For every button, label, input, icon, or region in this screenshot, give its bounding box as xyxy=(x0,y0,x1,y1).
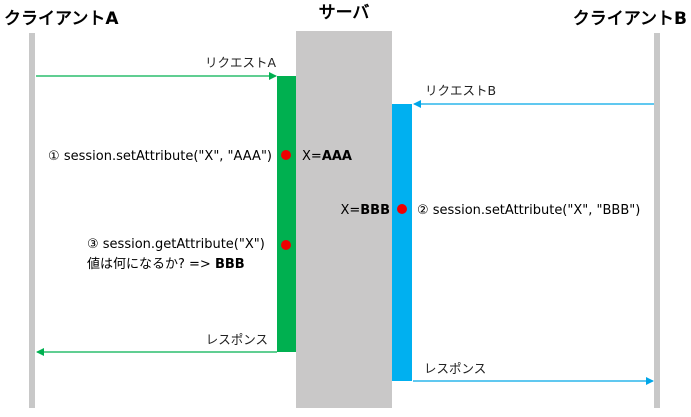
step3-answer: BBB xyxy=(215,257,245,272)
step2-state: X=BBB xyxy=(340,203,390,218)
client-a-title: クライアントA xyxy=(4,9,119,29)
step2-value: BBB xyxy=(360,203,390,218)
step1-prefix: X= xyxy=(302,149,322,164)
response-a-label: レスポンス xyxy=(206,332,268,347)
request-b-label: リクエストB xyxy=(425,83,496,98)
server-title: サーバ xyxy=(319,3,370,23)
step2-call: ② session.setAttribute("X", "BBB") xyxy=(417,203,640,218)
step3-marker xyxy=(281,240,291,250)
server-lifeline xyxy=(296,31,392,408)
response-b-label: レスポンス xyxy=(424,361,486,376)
step3-question-line: 値は何になるか? => BBB xyxy=(87,256,245,272)
client-a-lifeline xyxy=(29,33,35,408)
thread-b-activation xyxy=(392,104,412,381)
step2-prefix: X= xyxy=(340,203,360,218)
thread-a-activation xyxy=(277,76,296,352)
step3-call: ③ session.getAttribute("X") xyxy=(87,237,265,252)
step1-call: ① session.setAttribute("X", "AAA") xyxy=(48,149,272,164)
step1-value: AAA xyxy=(322,149,352,164)
step1-marker xyxy=(281,150,291,160)
step3-question: 値は何になるか? => xyxy=(87,256,215,272)
request-a-label: リクエストA xyxy=(205,55,277,70)
step1-state: X=AAA xyxy=(302,149,352,164)
step2-marker xyxy=(397,204,407,214)
client-b-lifeline xyxy=(654,33,660,408)
client-b-title: クライアントB xyxy=(573,9,687,29)
